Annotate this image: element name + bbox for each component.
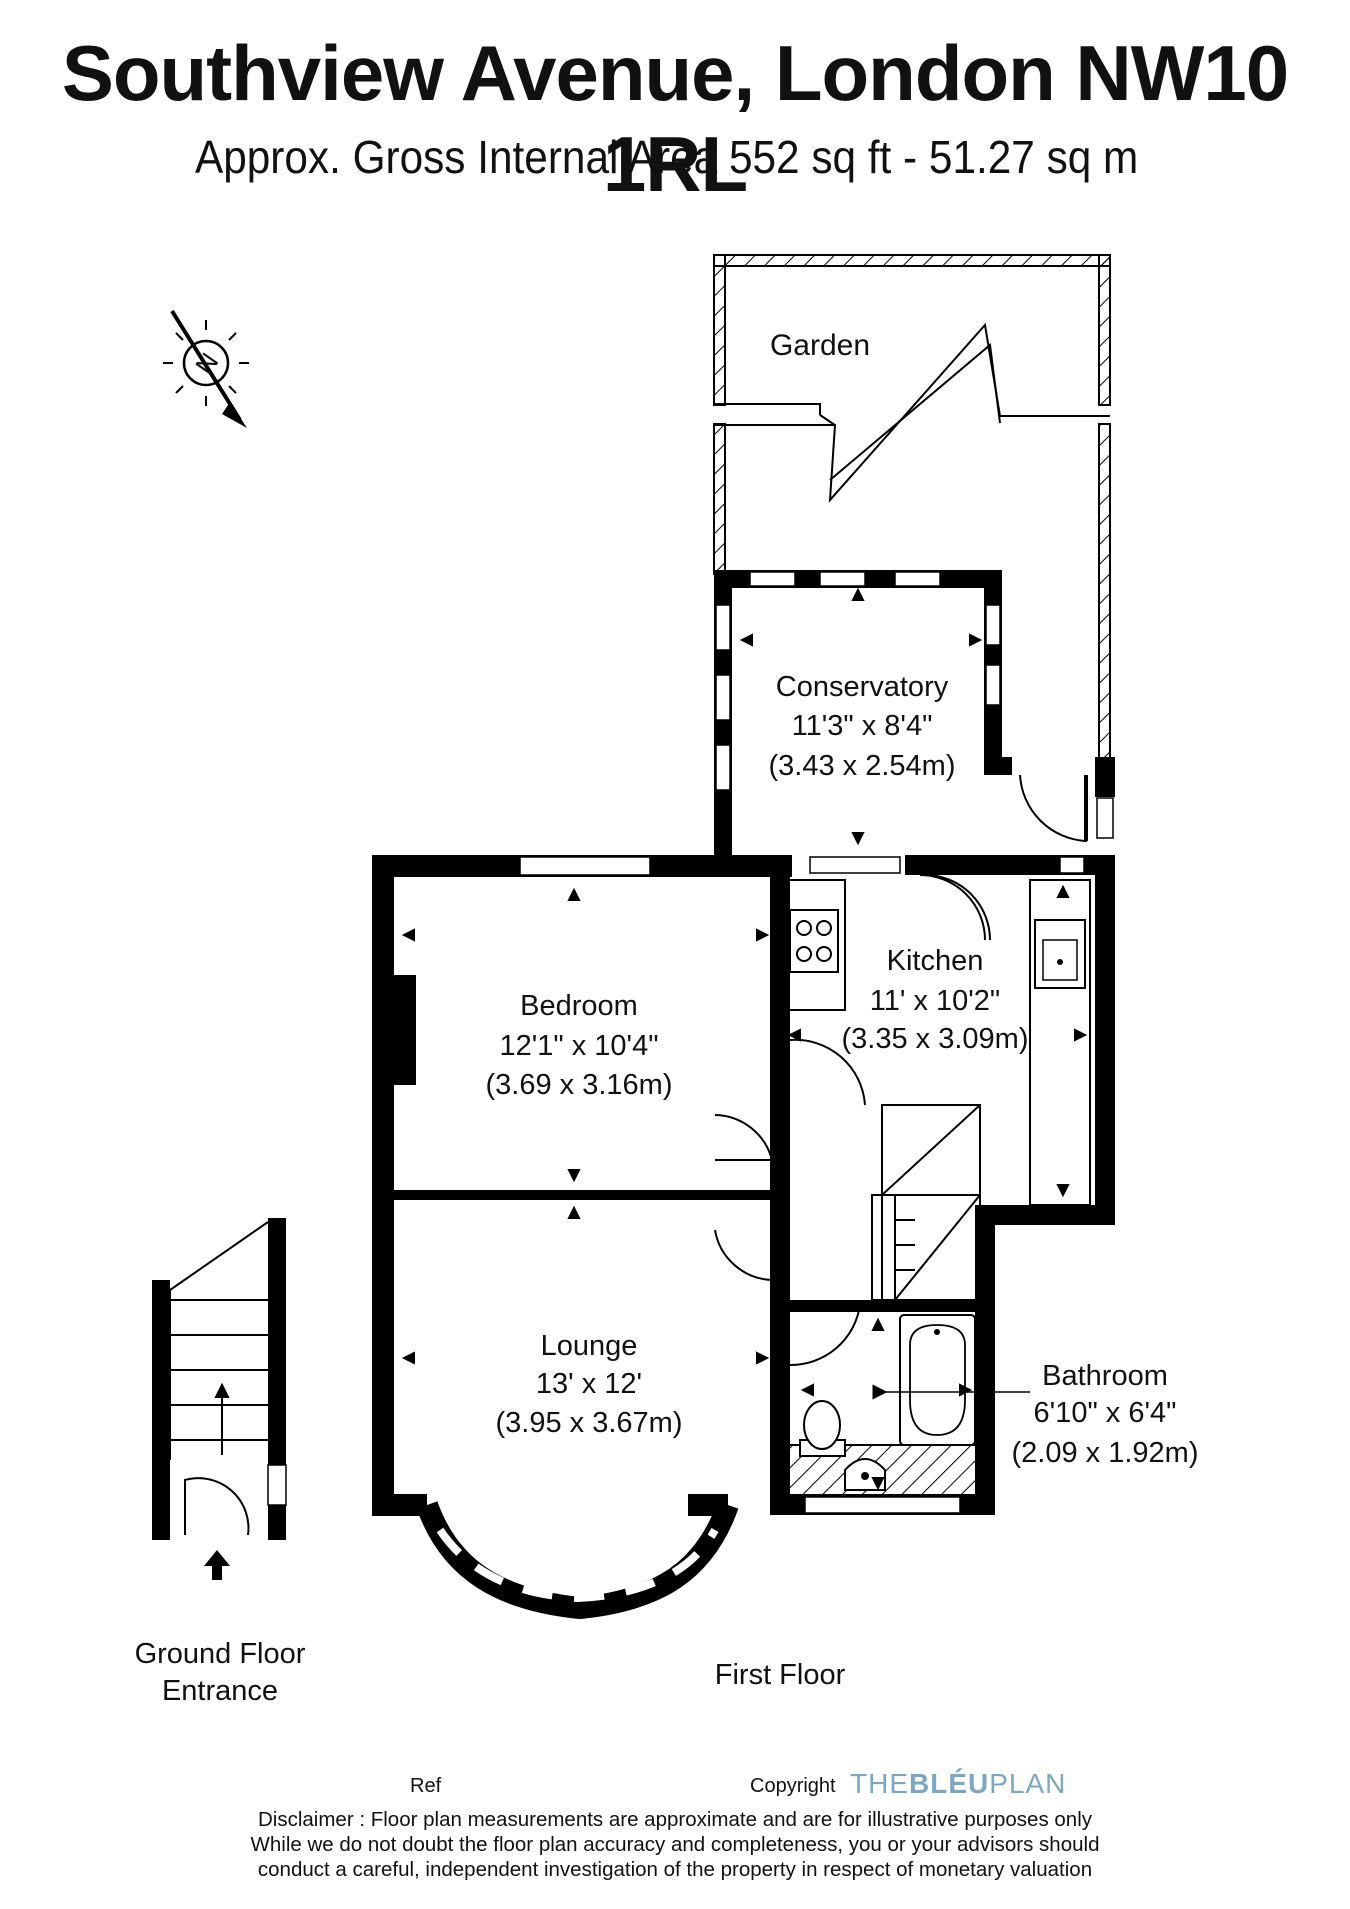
garden-label: Garden bbox=[770, 329, 870, 362]
bath-icon bbox=[899, 1314, 976, 1446]
svg-text:11' x 10'2": 11' x 10'2" bbox=[870, 985, 1000, 1017]
bay-window bbox=[416, 1501, 739, 1620]
doors bbox=[714, 874, 991, 1367]
hob-icon bbox=[789, 909, 839, 973]
entrance-arrow-icon bbox=[204, 1550, 230, 1580]
toilet-icon bbox=[799, 1400, 846, 1457]
ground-floor-label: Ground Floor Entrance bbox=[135, 1638, 306, 1707]
first-floor-label: First Floor bbox=[715, 1659, 846, 1691]
svg-text:6'10" x 6'4": 6'10" x 6'4" bbox=[1034, 1397, 1177, 1429]
conservatory-windows bbox=[715, 571, 1114, 839]
disclaimer-line-1: Disclaimer : Floor plan measurements are… bbox=[257, 1808, 1093, 1831]
svg-text:(3.69 x 3.16m): (3.69 x 3.16m) bbox=[486, 1069, 673, 1101]
conservatory-label: Conservatory 11'3" x 8'4" (3.43 x 2.54m) bbox=[769, 671, 956, 782]
compass-letter: N bbox=[189, 347, 224, 380]
disclaimer-line-3: conduct a careful, independent investiga… bbox=[257, 1858, 1093, 1881]
svg-text:11'3" x 8'4": 11'3" x 8'4" bbox=[792, 710, 933, 742]
kitchen-worktop bbox=[1029, 879, 1091, 1206]
entrance-stairs bbox=[152, 1218, 287, 1580]
copyright-label: Copyright bbox=[750, 1775, 836, 1797]
measure-arrows bbox=[401, 587, 1088, 1491]
area-subtitle: Approx. Gross Internal Area 552 sq ft - … bbox=[195, 131, 1139, 183]
interior-walls bbox=[394, 875, 980, 1312]
bedroom-label: Bedroom 12'1" x 10'4" (3.69 x 3.16m) bbox=[486, 990, 673, 1101]
plan-title: Southview Avenue, London NW10 1RL bbox=[61, 29, 1289, 208]
bathroom-label: Bathroom 6'10" x 6'4" (2.09 x 1.92m) bbox=[1012, 1360, 1199, 1469]
ref-label: Ref bbox=[410, 1775, 442, 1797]
svg-text:Entrance: Entrance bbox=[162, 1675, 278, 1707]
svg-text:Kitchen: Kitchen bbox=[887, 945, 984, 977]
svg-text:12'1" x 10'4": 12'1" x 10'4" bbox=[499, 1030, 658, 1062]
svg-text:(3.35 x 3.09m): (3.35 x 3.09m) bbox=[842, 1023, 1029, 1055]
lounge-label: Lounge 13' x 12' (3.95 x 3.67m) bbox=[496, 1330, 683, 1439]
disclaimer-line-2: While we do not doubt the floor plan acc… bbox=[250, 1833, 1100, 1856]
svg-text:Ground Floor: Ground Floor bbox=[135, 1638, 306, 1670]
exterior-walls bbox=[372, 855, 1115, 1516]
svg-text:(2.09 x 1.92m): (2.09 x 1.92m) bbox=[1012, 1437, 1199, 1469]
svg-text:Lounge: Lounge bbox=[541, 1330, 638, 1362]
svg-text:Bedroom: Bedroom bbox=[520, 990, 638, 1022]
compass-icon: N bbox=[163, 309, 249, 428]
svg-text:(3.95 x 3.67m): (3.95 x 3.67m) bbox=[496, 1407, 683, 1439]
svg-text:13' x 12': 13' x 12' bbox=[536, 1368, 642, 1400]
svg-text:Conservatory: Conservatory bbox=[776, 671, 949, 703]
svg-text:Bathroom: Bathroom bbox=[1042, 1360, 1168, 1392]
kitchen-label: Kitchen 11' x 10'2" (3.35 x 3.09m) bbox=[842, 945, 1029, 1055]
svg-text:(3.43 x 2.54m): (3.43 x 2.54m) bbox=[769, 750, 956, 782]
kitchen-counter bbox=[784, 879, 846, 1011]
stairs bbox=[881, 1104, 981, 1301]
windows bbox=[519, 856, 1085, 1514]
brand-logo: THEBLÉUPLAN bbox=[850, 1768, 1067, 1799]
